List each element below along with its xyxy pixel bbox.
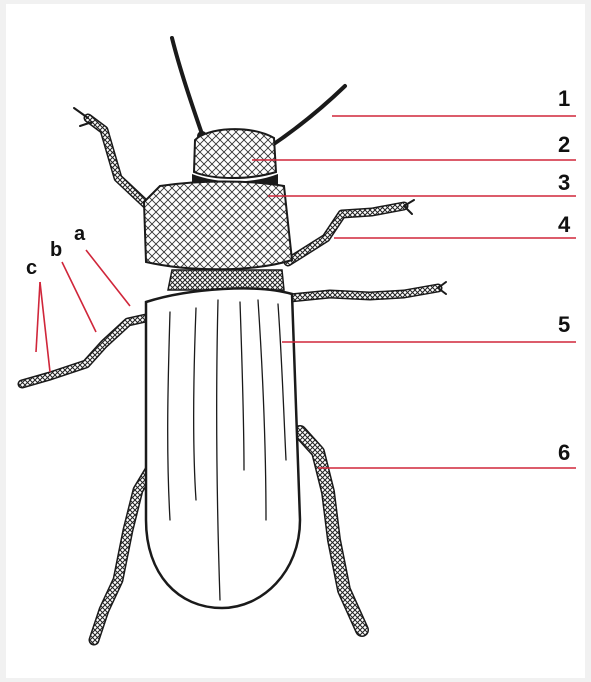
callout-number-1: 1 (558, 88, 570, 110)
leg-hind-right (300, 432, 362, 630)
callout-number-2: 2 (558, 134, 570, 156)
beetle-elytra (146, 288, 300, 608)
antenna-left (172, 38, 207, 141)
leg-label-c: c (26, 258, 37, 278)
leg-front-left (74, 108, 150, 208)
leader-line-a (86, 250, 130, 306)
leg-label-a: a (74, 224, 85, 244)
leg-label-b: b (50, 240, 62, 260)
callout-number-4: 4 (558, 214, 570, 236)
leader-line-c1 (36, 282, 40, 352)
leg-front-right (288, 200, 414, 262)
beetle-waist (168, 270, 284, 290)
antenna-right (263, 86, 345, 153)
leader-line-c2 (40, 282, 50, 372)
leg-hind-left (94, 470, 150, 640)
leg-middle-left (22, 318, 146, 384)
callout-number-6: 6 (558, 442, 570, 464)
callout-number-3: 3 (558, 172, 570, 194)
leader-line-b (62, 262, 96, 332)
beetle-pronotum (144, 182, 292, 270)
callout-number-5: 5 (558, 314, 570, 336)
leg-middle-right (290, 282, 446, 298)
